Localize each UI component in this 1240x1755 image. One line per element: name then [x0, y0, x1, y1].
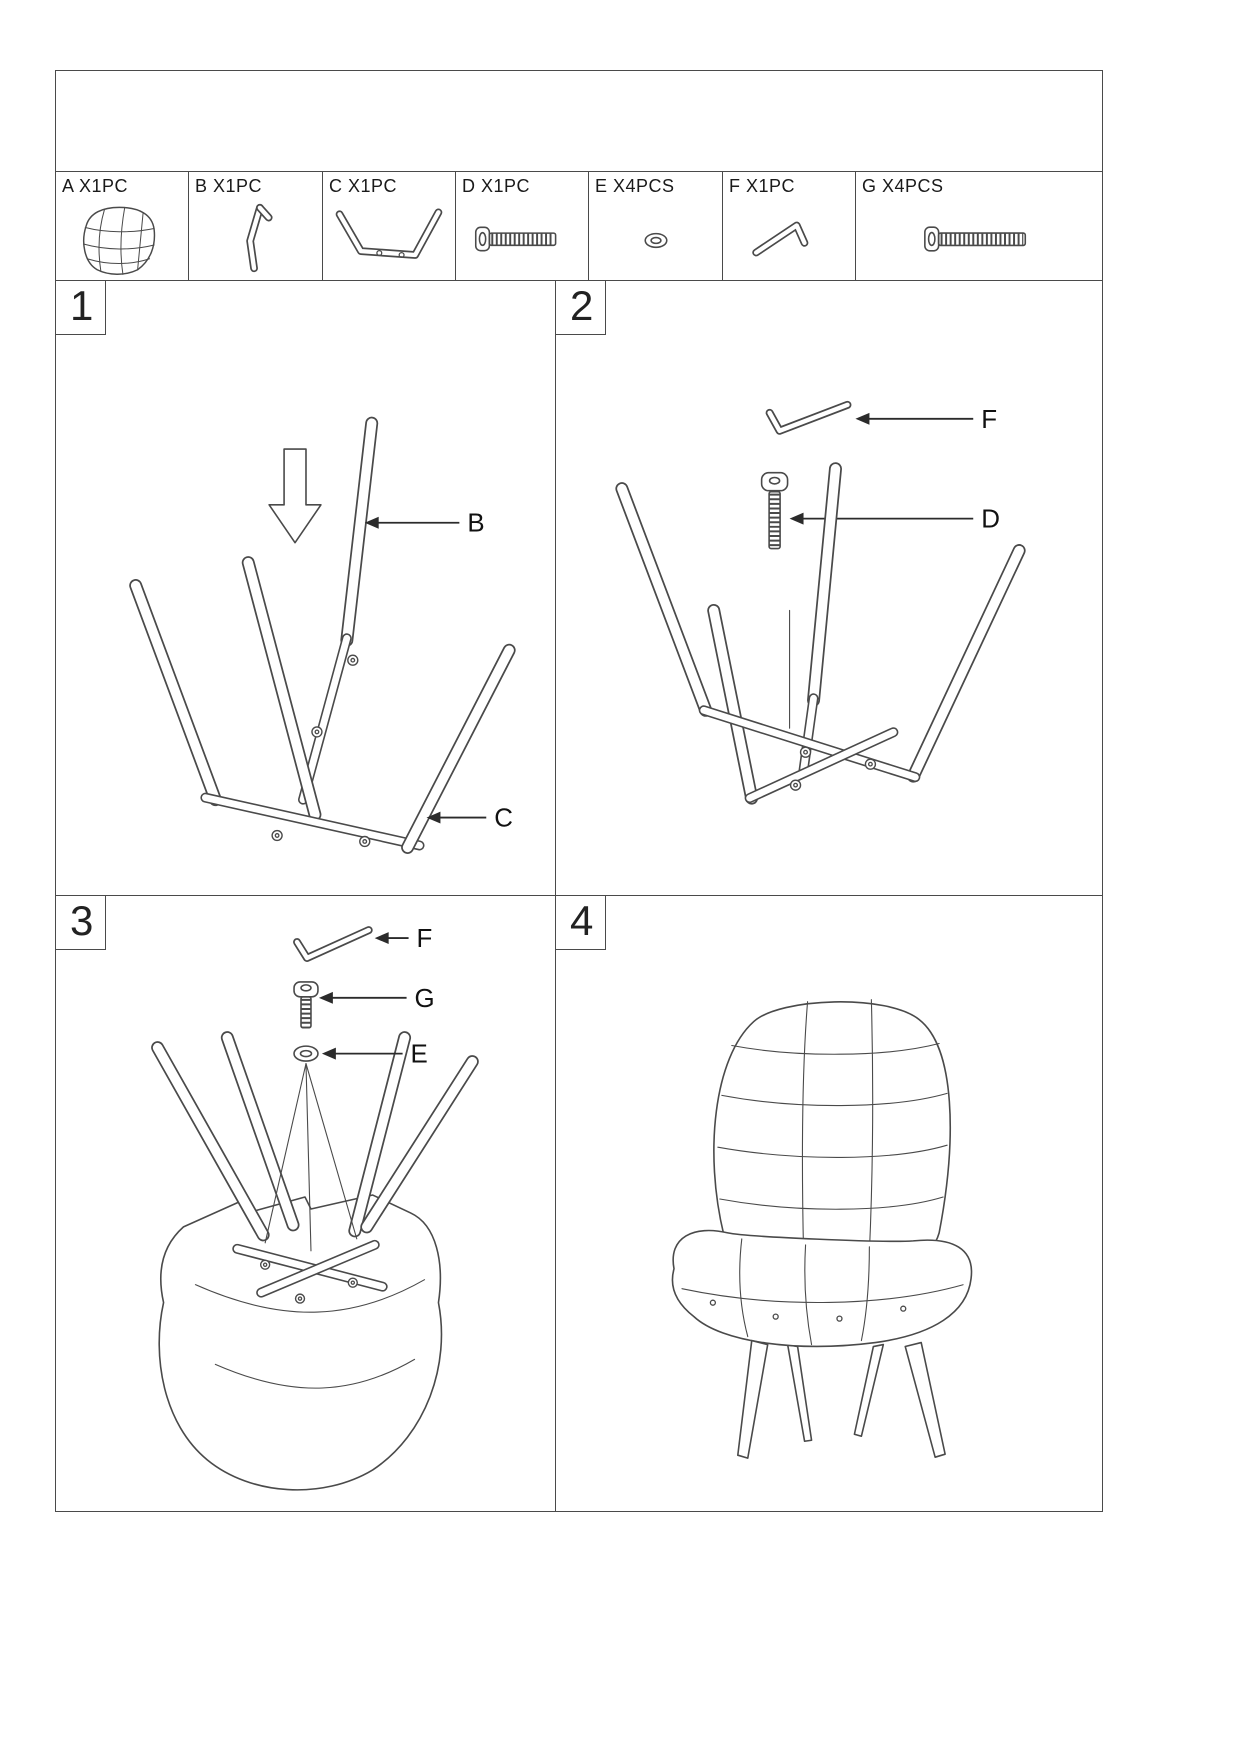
- bolt-d: [760, 471, 789, 550]
- part-cell-b: B X1PC: [189, 172, 323, 280]
- step-number: 4: [555, 896, 606, 950]
- chair-front-legs: [736, 1339, 946, 1459]
- part-cell-e: E X4PCS: [589, 172, 723, 280]
- part-label: A X1PC: [62, 176, 129, 196]
- seat-icon: [82, 206, 156, 275]
- callout-letter: C: [494, 805, 513, 833]
- part-label: B X1PC: [195, 176, 263, 196]
- step-number: 2: [555, 281, 606, 335]
- part-art-d: [456, 197, 588, 280]
- allen-key-f: [765, 400, 852, 435]
- cross-frame: [232, 1239, 388, 1304]
- part-cell-c: C X1PC: [323, 172, 456, 280]
- callout-letter: G: [415, 985, 435, 1013]
- part-art-c: [323, 197, 455, 280]
- callout-letter: D: [981, 506, 1000, 534]
- part-label: C X1PC: [329, 176, 398, 196]
- callout-b: B: [364, 510, 485, 538]
- callout-d: D: [789, 506, 1000, 534]
- step-2-panel: 2 F: [555, 281, 1102, 896]
- step-number: 1: [56, 281, 106, 335]
- callout-letter: E: [411, 1041, 428, 1069]
- part-art-b: [189, 197, 322, 280]
- step-4-panel: 4: [555, 896, 1102, 1511]
- callout-letter: B: [467, 510, 484, 538]
- step-3-panel: 3: [56, 896, 556, 1511]
- callout-letter: F: [417, 925, 433, 953]
- down-arrow-icon: [268, 448, 322, 544]
- part-art-e: [589, 197, 722, 280]
- bolt-long-icon: [924, 225, 1027, 252]
- parts-list: A X1PC B X1PC: [56, 171, 1102, 281]
- header-area: [56, 71, 1102, 171]
- seat-underside: [158, 1194, 443, 1491]
- callout-letter: F: [981, 406, 997, 434]
- bolt-g: [293, 981, 319, 1029]
- part-cell-g: G X4PCS: [856, 172, 1102, 280]
- guide-lines: [264, 1063, 358, 1252]
- allen-key-icon: [752, 221, 809, 256]
- chair-legs: [786, 1343, 885, 1443]
- step-4-diagram: [671, 999, 973, 1459]
- chair-seat: [671, 1229, 973, 1348]
- part-art-a: [56, 197, 188, 280]
- part-label: F X1PC: [729, 176, 796, 196]
- part-cell-a: A X1PC: [56, 172, 189, 280]
- step-number: 3: [56, 896, 106, 950]
- callout-e: E: [321, 1041, 428, 1069]
- callout-c: C: [426, 805, 513, 833]
- allen-key-f: [293, 926, 373, 962]
- step-2-diagram: F D: [615, 400, 1026, 805]
- bolt-icon: [474, 226, 557, 251]
- washer-e: [293, 1045, 319, 1062]
- step-1-diagram: B C: [129, 416, 516, 854]
- leg-frame-icon: [335, 207, 443, 259]
- part-cell-d: D X1PC: [456, 172, 589, 280]
- part-art-f: [723, 197, 855, 280]
- frame-c-tubes: [129, 556, 516, 854]
- chair-back: [713, 999, 951, 1258]
- part-label: E X4PCS: [595, 176, 675, 196]
- part-cell-f: F X1PC: [723, 172, 856, 280]
- callout-g: G: [318, 985, 435, 1013]
- assembled-chair: [671, 999, 973, 1459]
- leg-b-tube: [298, 416, 379, 805]
- part-label: D X1PC: [462, 176, 531, 196]
- single-leg-icon: [245, 203, 273, 272]
- callout-f: F: [374, 925, 433, 953]
- callout-f: F: [855, 406, 997, 434]
- leg-frame-assembly: [615, 462, 1026, 805]
- step-1-panel: 1: [56, 281, 556, 896]
- washer-icon: [643, 232, 668, 248]
- part-label: G X4PCS: [862, 176, 944, 196]
- step-3-diagram: F G: [151, 925, 479, 1491]
- steps-grid: 1: [56, 281, 1102, 1511]
- legs-up: [151, 1031, 479, 1242]
- part-art-g: [856, 197, 1102, 280]
- instruction-sheet: A X1PC B X1PC: [55, 70, 1103, 1512]
